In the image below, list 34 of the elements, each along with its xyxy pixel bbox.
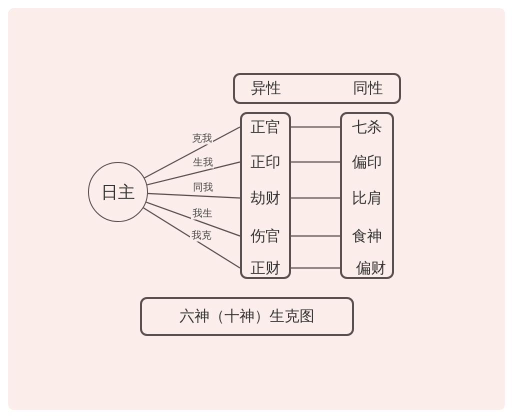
edge-label: 我克: [190, 230, 212, 242]
node-text: 偏财: [356, 258, 386, 278]
connector-line: [146, 202, 240, 237]
node-text: 同性: [353, 79, 383, 98]
node-text: 比肩: [352, 188, 382, 208]
node-text: 异性: [251, 79, 281, 98]
edge-label: 生我: [192, 158, 214, 169]
node-text: 正财: [250, 258, 280, 278]
circle-node: [88, 162, 148, 222]
edge-label: 克我: [190, 134, 213, 145]
connector-line: [148, 192, 240, 199]
connector-line: [144, 126, 240, 178]
header-box: [233, 73, 401, 104]
connector-line: [291, 161, 340, 163]
node-text: 正官: [250, 118, 280, 136]
node-text: 七杀: [352, 118, 382, 136]
node-text: 伤官: [250, 226, 280, 246]
connector-line: [291, 197, 340, 199]
node-text: 偏印: [352, 152, 382, 172]
node-text: 六神（十神）生克图: [180, 307, 314, 326]
connector-line: [291, 126, 340, 128]
column-box: [340, 112, 394, 279]
node-text: 食神: [352, 226, 382, 246]
connector-line: [291, 267, 340, 269]
node-text: 正印: [250, 152, 280, 172]
column-box: [240, 112, 291, 279]
connector-line: [146, 161, 240, 186]
edge-label: 同我: [192, 182, 214, 194]
edge-label: 我生: [191, 208, 214, 220]
connector-line: [291, 235, 340, 237]
connector-line: [143, 207, 240, 268]
caption-box: [140, 297, 354, 336]
node-text: 日主: [101, 182, 135, 204]
node-text: 劫财: [250, 188, 280, 208]
